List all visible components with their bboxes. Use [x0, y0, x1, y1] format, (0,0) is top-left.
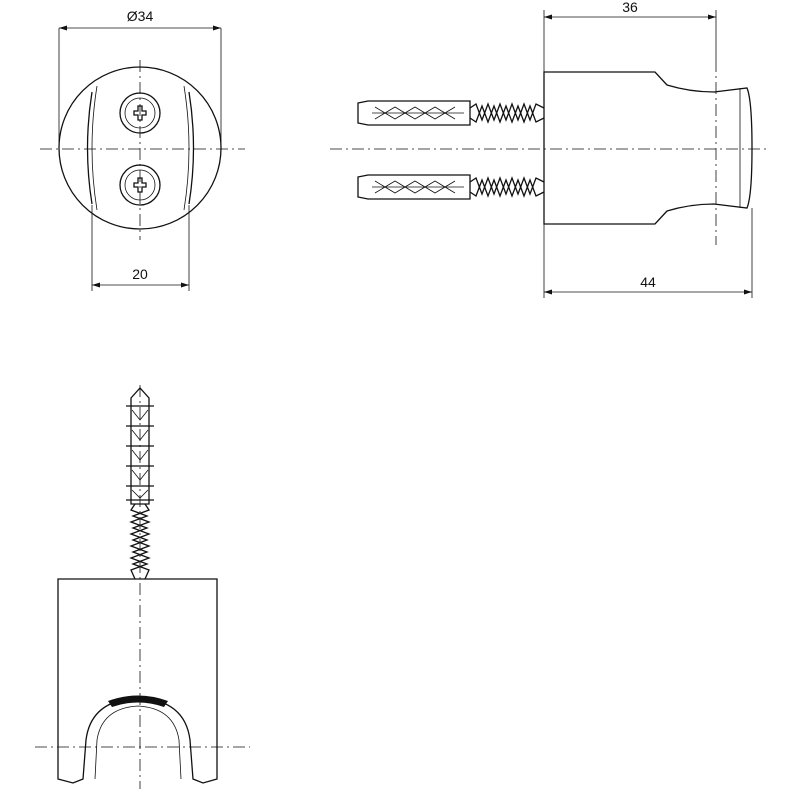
lower-wall-anchor: [357, 174, 471, 200]
upper-wall-anchor: [357, 100, 471, 126]
lower-screw: [469, 176, 545, 198]
dimension-diameter: Ø34: [127, 8, 154, 24]
dimension-arm-length: 36: [622, 0, 638, 15]
front-view-left-flat: [86, 91, 93, 205]
upper-screw: [469, 102, 545, 124]
top-view-body: [57, 578, 218, 784]
top-view-groove: [108, 695, 168, 707]
top-view: [35, 385, 250, 789]
side-view-body: [543, 71, 753, 225]
top-view-screw: [129, 503, 151, 580]
side-view: 36 44: [330, 0, 770, 298]
dimension-total-length: 44: [640, 274, 656, 290]
front-view: Ø34 20: [40, 8, 245, 291]
dimension-base-width: 20: [132, 266, 148, 282]
front-view-right-flat: [188, 91, 195, 205]
